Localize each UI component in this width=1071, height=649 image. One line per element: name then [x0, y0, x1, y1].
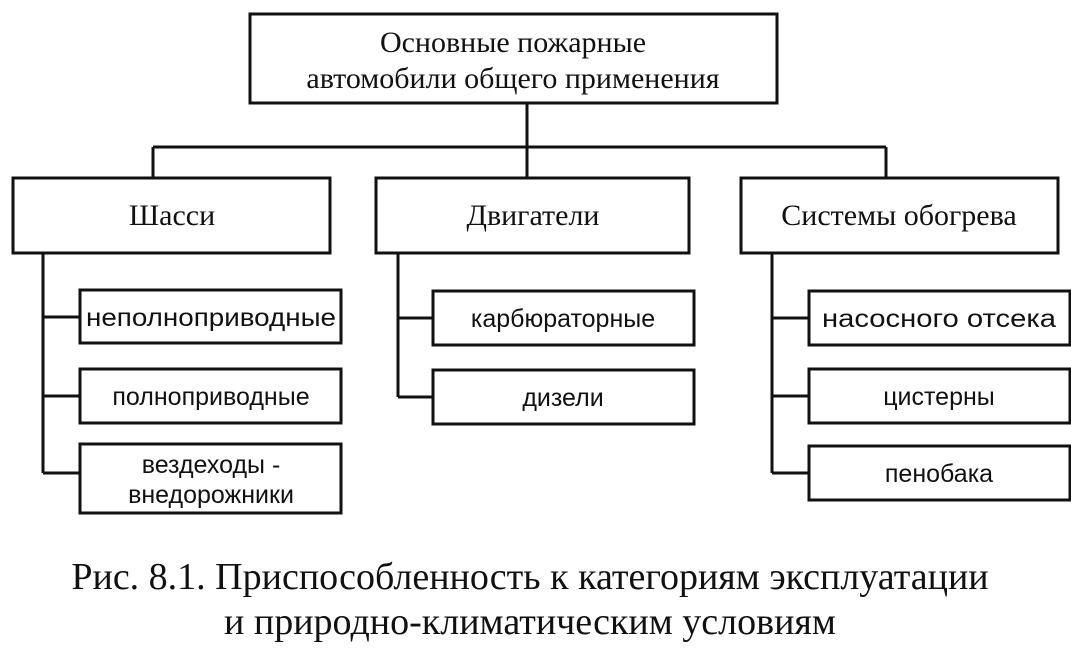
item-label-chassis-3-line2: внедорожники — [128, 481, 294, 509]
item-box-chassis-1 — [78, 288, 343, 345]
item-box-heating-3 — [807, 444, 1071, 502]
group-title-chassis: Шасси — [129, 199, 215, 232]
item-label-heating-2: цистерны — [883, 383, 995, 411]
group-title-engines: Двигатели — [467, 199, 600, 232]
item-box-engines-1 — [431, 289, 696, 347]
root-box — [248, 12, 779, 105]
item-label-engines-1: карбюраторные — [471, 305, 655, 333]
item-label-chassis-2: полноприводные — [112, 383, 309, 411]
item-label-engines-2: дизели — [522, 384, 603, 412]
item-label-chassis-1: неполноприводные — [86, 304, 336, 332]
root-label-line1: Основные пожарные — [380, 26, 646, 59]
figure-caption-line1: Рис. 8.1. Приспособленность к категориям… — [71, 556, 988, 598]
item-box-chassis-3 — [78, 442, 343, 515]
root-label-line2: автомобили общего применения — [306, 62, 719, 95]
item-box-engines-2 — [431, 368, 696, 426]
item-box-heating-1 — [807, 289, 1071, 347]
box-outlines — [11, 12, 1071, 515]
item-label-chassis-3-line1: вездеходы - — [142, 451, 281, 479]
item-label-heating-3: пенобака — [885, 460, 993, 488]
connector-lines — [41, 103, 888, 475]
item-label-heating-1: насосного отсека — [822, 305, 1056, 333]
group-box-chassis — [11, 176, 332, 255]
group-box-engines — [374, 176, 691, 255]
item-box-chassis-2 — [78, 367, 343, 425]
item-box-heating-2 — [807, 367, 1071, 425]
group-box-heating — [739, 176, 1060, 255]
figure-caption-line2: и природно-климатическим условиям — [224, 601, 836, 643]
group-title-heating: Системы обогрева — [781, 199, 1016, 232]
